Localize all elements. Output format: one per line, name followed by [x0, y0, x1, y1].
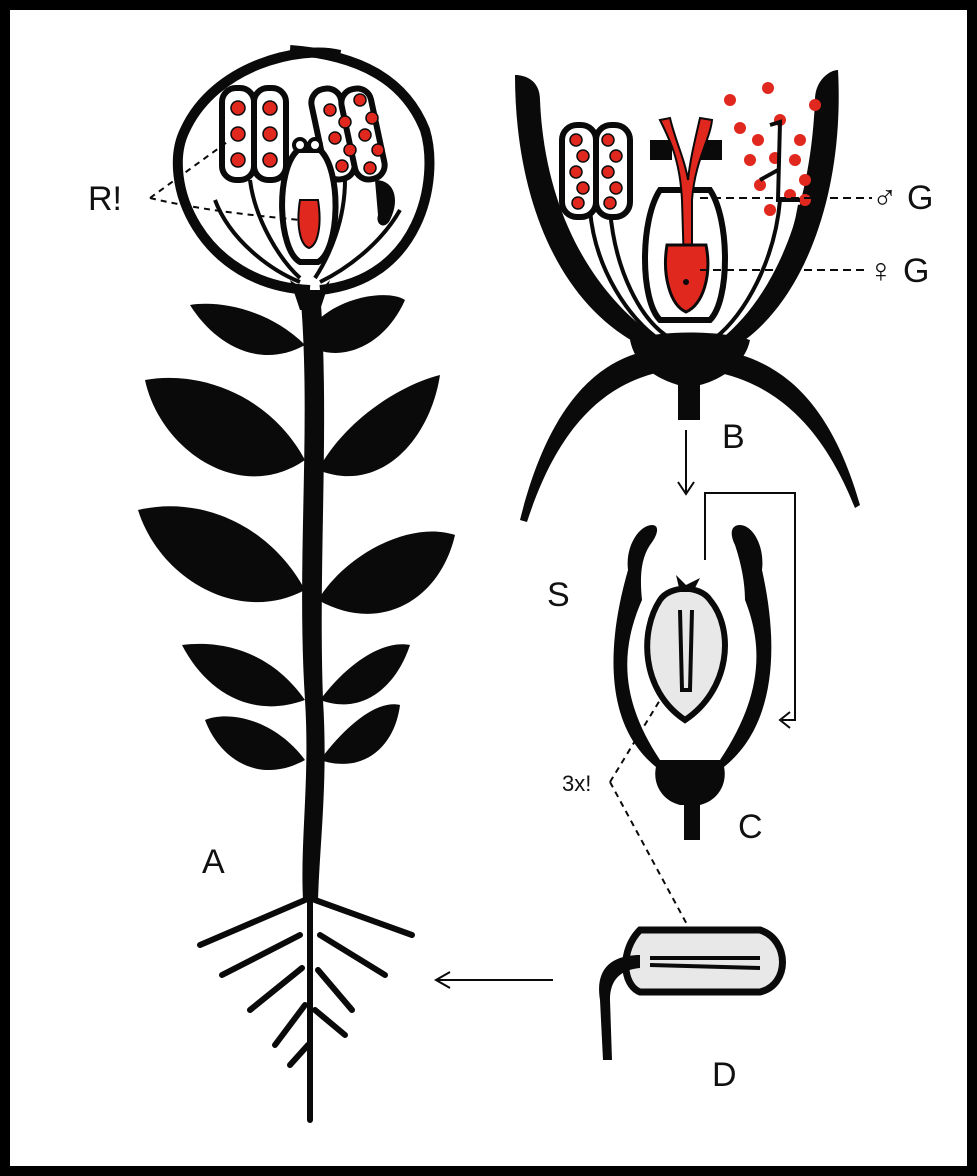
- root-system: [200, 895, 412, 1120]
- leaf: [320, 644, 410, 704]
- dispersed-pollen: [724, 82, 821, 216]
- arrow-b-to-c: [678, 430, 694, 494]
- label-s: S: [547, 578, 570, 612]
- ovule-red: [298, 200, 319, 248]
- leaf: [318, 531, 455, 613]
- flower-b: [515, 70, 872, 522]
- seedling-d: [599, 930, 782, 1060]
- label-c: C: [738, 810, 763, 844]
- plant-stem: [300, 290, 325, 900]
- leaf: [145, 378, 305, 476]
- label-d: D: [712, 1058, 737, 1092]
- label-3x: 3x!: [562, 773, 591, 795]
- receptacle: [630, 333, 750, 421]
- label-r: R!: [88, 182, 122, 216]
- label-b: B: [722, 420, 745, 454]
- label-a: A: [202, 845, 225, 879]
- leaf: [318, 375, 440, 476]
- leaf: [190, 304, 305, 355]
- leaf: [138, 506, 305, 602]
- leaf: [205, 716, 305, 770]
- seed-c: [647, 589, 725, 720]
- leaf: [318, 295, 405, 353]
- leaves: [138, 295, 455, 770]
- label-female-g: ♀ G: [868, 254, 929, 288]
- leaf: [320, 704, 400, 764]
- leaf: [182, 644, 305, 706]
- fruit-c: [610, 525, 771, 930]
- arrow-d-to-a: [436, 972, 553, 988]
- label-male-g: ♂ G: [872, 181, 933, 215]
